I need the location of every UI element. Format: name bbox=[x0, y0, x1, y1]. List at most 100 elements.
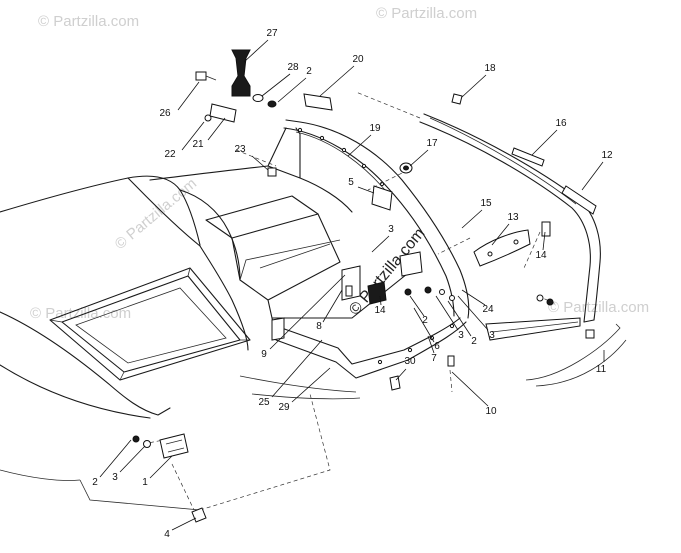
hardware bbox=[195, 49, 595, 391]
callout-c30: 30 bbox=[404, 356, 416, 367]
callout-c3c: 3 bbox=[489, 330, 495, 341]
leader-line-c29 bbox=[291, 367, 331, 403]
callout-c5: 5 bbox=[348, 177, 354, 188]
callout-c25: 25 bbox=[258, 397, 270, 408]
bumper-lower-bar bbox=[485, 317, 581, 341]
callout-c28: 28 bbox=[287, 62, 299, 73]
leader-line-c26 bbox=[177, 81, 200, 111]
callout-c3b: 3 bbox=[458, 330, 464, 341]
callout-c26: 26 bbox=[159, 108, 171, 119]
rear-panel bbox=[271, 119, 470, 379]
rivet-10 bbox=[447, 355, 455, 367]
callout-c21: 21 bbox=[192, 139, 204, 150]
leader-line-c22 bbox=[181, 121, 205, 151]
callout-c2c: 2 bbox=[471, 336, 477, 347]
bumper-bracket-12 bbox=[561, 185, 597, 215]
bracket-5 bbox=[371, 185, 393, 211]
leader-line-c17 bbox=[409, 149, 429, 167]
callout-c2b: 2 bbox=[422, 315, 428, 326]
leader-line-c3d bbox=[119, 445, 146, 473]
leader-line-c28 bbox=[261, 73, 291, 97]
rear-bumper bbox=[419, 113, 601, 341]
leader-line-c14a bbox=[542, 231, 546, 251]
leader-line-c15 bbox=[461, 209, 483, 229]
callout-c7: 7 bbox=[431, 353, 437, 364]
leader-line-c23 bbox=[251, 155, 269, 171]
lower-arcs bbox=[239, 323, 627, 400]
leader-line-c9 bbox=[269, 274, 346, 350]
callout-c22: 22 bbox=[164, 149, 176, 160]
washer-3 bbox=[143, 440, 151, 448]
callout-c14a: 14 bbox=[535, 250, 547, 261]
leader-line-c13 bbox=[491, 223, 510, 246]
callout-c9: 9 bbox=[261, 349, 267, 360]
callout-c8: 8 bbox=[316, 321, 322, 332]
callout-c11: 11 bbox=[596, 364, 607, 375]
latch-block bbox=[367, 281, 387, 305]
panel-25 bbox=[271, 317, 285, 341]
fastener-23 bbox=[267, 167, 277, 177]
callout-c2d: 2 bbox=[92, 477, 98, 488]
washer-22 bbox=[204, 114, 212, 122]
leader-line-c20 bbox=[319, 65, 355, 97]
callout-c13: 13 bbox=[507, 212, 519, 223]
watermark-right: © Partzilla.com bbox=[548, 299, 649, 316]
callout-c24: 24 bbox=[482, 304, 494, 315]
leader-line-c3a bbox=[371, 235, 390, 253]
leader-line-c1 bbox=[149, 455, 173, 479]
leader-line-c27 bbox=[243, 39, 269, 63]
leader-line-c12 bbox=[581, 161, 604, 191]
callout-c6: 6 bbox=[434, 341, 440, 352]
washer-2 bbox=[132, 435, 140, 443]
callout-c15: 15 bbox=[480, 198, 492, 209]
callout-c18: 18 bbox=[484, 63, 496, 74]
leader-line-c25 bbox=[271, 339, 323, 398]
watermark-top-right: © Partzilla.com bbox=[376, 5, 477, 22]
leader-line-c2d bbox=[99, 439, 132, 478]
callout-c27: 27 bbox=[266, 28, 278, 39]
bolt-14 bbox=[541, 221, 551, 237]
leader-line-c19 bbox=[347, 134, 372, 157]
hood-latch-27 bbox=[231, 49, 251, 97]
leader-line-c24 bbox=[461, 289, 486, 306]
latch-bracket bbox=[399, 251, 423, 277]
leader-line-c14b bbox=[379, 295, 382, 306]
leader-line-c2a bbox=[277, 77, 307, 103]
leader-line-c7 bbox=[427, 335, 435, 354]
callout-c3d: 3 bbox=[112, 472, 118, 483]
leader-line-c8 bbox=[322, 289, 343, 323]
plate-21 bbox=[209, 103, 237, 123]
callout-c17: 17 bbox=[426, 138, 438, 149]
bolt-11 bbox=[585, 329, 595, 339]
hinge-bracket bbox=[159, 433, 189, 459]
callout-c3a: 3 bbox=[388, 224, 394, 235]
watermark-left-low: © Partzilla.com bbox=[30, 305, 131, 322]
leader-line-c2c bbox=[447, 300, 472, 337]
leader-line-c18 bbox=[461, 74, 487, 98]
leader-line-c2b bbox=[409, 295, 425, 317]
rivet-18 bbox=[451, 93, 463, 105]
callout-c20: 20 bbox=[352, 54, 364, 65]
plate-13 bbox=[473, 229, 531, 267]
callout-c4: 4 bbox=[164, 529, 170, 540]
callout-c29: 29 bbox=[278, 402, 290, 413]
leader-line-c21 bbox=[207, 117, 226, 141]
screw-26 bbox=[195, 71, 207, 81]
leader-line-c4 bbox=[171, 517, 197, 531]
bolt-30 bbox=[389, 375, 401, 391]
pin-8 bbox=[345, 285, 353, 297]
washer-28 bbox=[252, 94, 264, 102]
bumper-bracket-16 bbox=[511, 147, 545, 167]
watermark-left: © Partzilla.com bbox=[112, 175, 200, 253]
callout-c19: 19 bbox=[369, 123, 381, 134]
callout-c14b: 14 bbox=[374, 305, 386, 316]
callout-c1: 1 bbox=[142, 477, 148, 488]
callout-c16: 16 bbox=[555, 118, 567, 129]
lower-bracket-area bbox=[0, 433, 207, 523]
watermark-top-left: © Partzilla.com bbox=[38, 13, 139, 30]
leader-line-c3b bbox=[435, 295, 459, 331]
bolt-4 bbox=[191, 507, 207, 523]
hood-body bbox=[0, 175, 251, 419]
